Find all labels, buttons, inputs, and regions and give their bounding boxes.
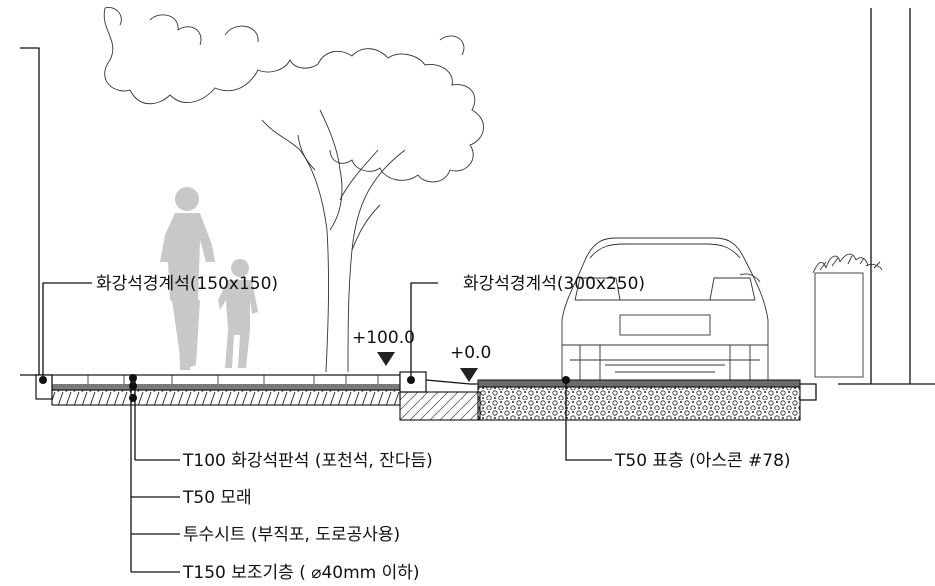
car-rear <box>561 237 769 385</box>
leader-layers: T100 화강석판석 (포천석, 잔다듬) T50 모래 투수시트 (부직포, … <box>129 374 433 583</box>
curb-large <box>399 371 481 421</box>
label-sheet: 투수시트 (부직포, 도로공사용) <box>183 525 400 545</box>
label-paver: T100 화강석판석 (포천석, 잔다듬) <box>182 451 433 471</box>
pedestrian-adult <box>160 187 215 370</box>
svg-text:+100.0: +100.0 <box>352 328 415 348</box>
left-wall <box>20 47 40 378</box>
planter <box>812 253 883 378</box>
svg-text:T50 표층 (아스콘 #78): T50 표층 (아스콘 #78) <box>614 451 791 471</box>
subbase-layer <box>51 389 401 406</box>
svg-text:화강석경계석(300x250): 화강석경계석(300x250) <box>463 274 645 294</box>
svg-text:+0.0: +0.0 <box>450 343 491 363</box>
label-subbase: T150 보조기층 ( ⌀40mm 이하) <box>182 563 420 583</box>
label-sand: T50 모래 <box>182 488 252 508</box>
tree-sketch <box>103 7 484 373</box>
elevation-sidewalk: +100.0 <box>352 328 415 366</box>
svg-text:화강석경계석(150x150): 화강석경계석(150x150) <box>96 274 278 294</box>
leader-curb-large: 화강석경계석(300x250) <box>407 274 645 384</box>
leader-asphalt: T50 표층 (아스콘 #78) <box>562 376 791 471</box>
elevation-road: +0.0 <box>450 343 491 382</box>
paver-band <box>52 384 400 390</box>
sidewalk-section <box>51 374 401 406</box>
pedestrian-child <box>218 259 258 368</box>
leader-curb-small: 화강석경계석(150x150) <box>39 274 278 384</box>
right-wall <box>838 8 935 385</box>
road-section <box>477 379 817 421</box>
